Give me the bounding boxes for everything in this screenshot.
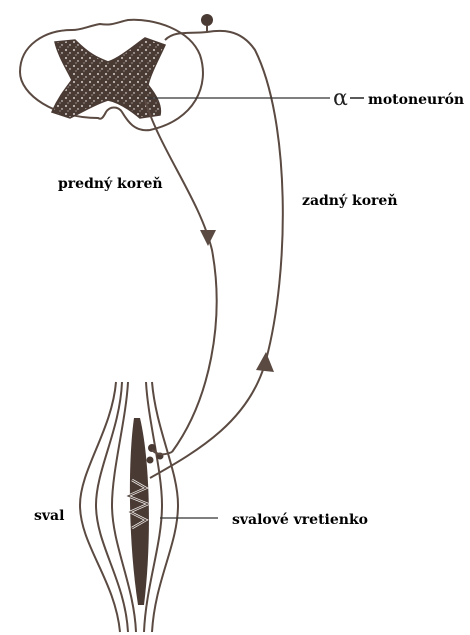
label-posterior-root: zadný koreň — [302, 192, 398, 209]
gray-matter — [52, 38, 165, 118]
label-muscle: sval — [34, 508, 64, 524]
label-muscle-spindle: svalové vretienko — [232, 512, 368, 528]
alpha-symbol: α — [333, 86, 348, 111]
afferent-arrow — [256, 352, 274, 372]
dorsal-root-ganglion — [201, 14, 213, 26]
efferent-fiber — [145, 100, 217, 452]
label-anterior-root: predný koreň — [58, 175, 163, 192]
muscle — [80, 382, 178, 632]
efferent-arrow — [200, 230, 216, 246]
label-motoneuron: motoneurón — [368, 92, 464, 108]
